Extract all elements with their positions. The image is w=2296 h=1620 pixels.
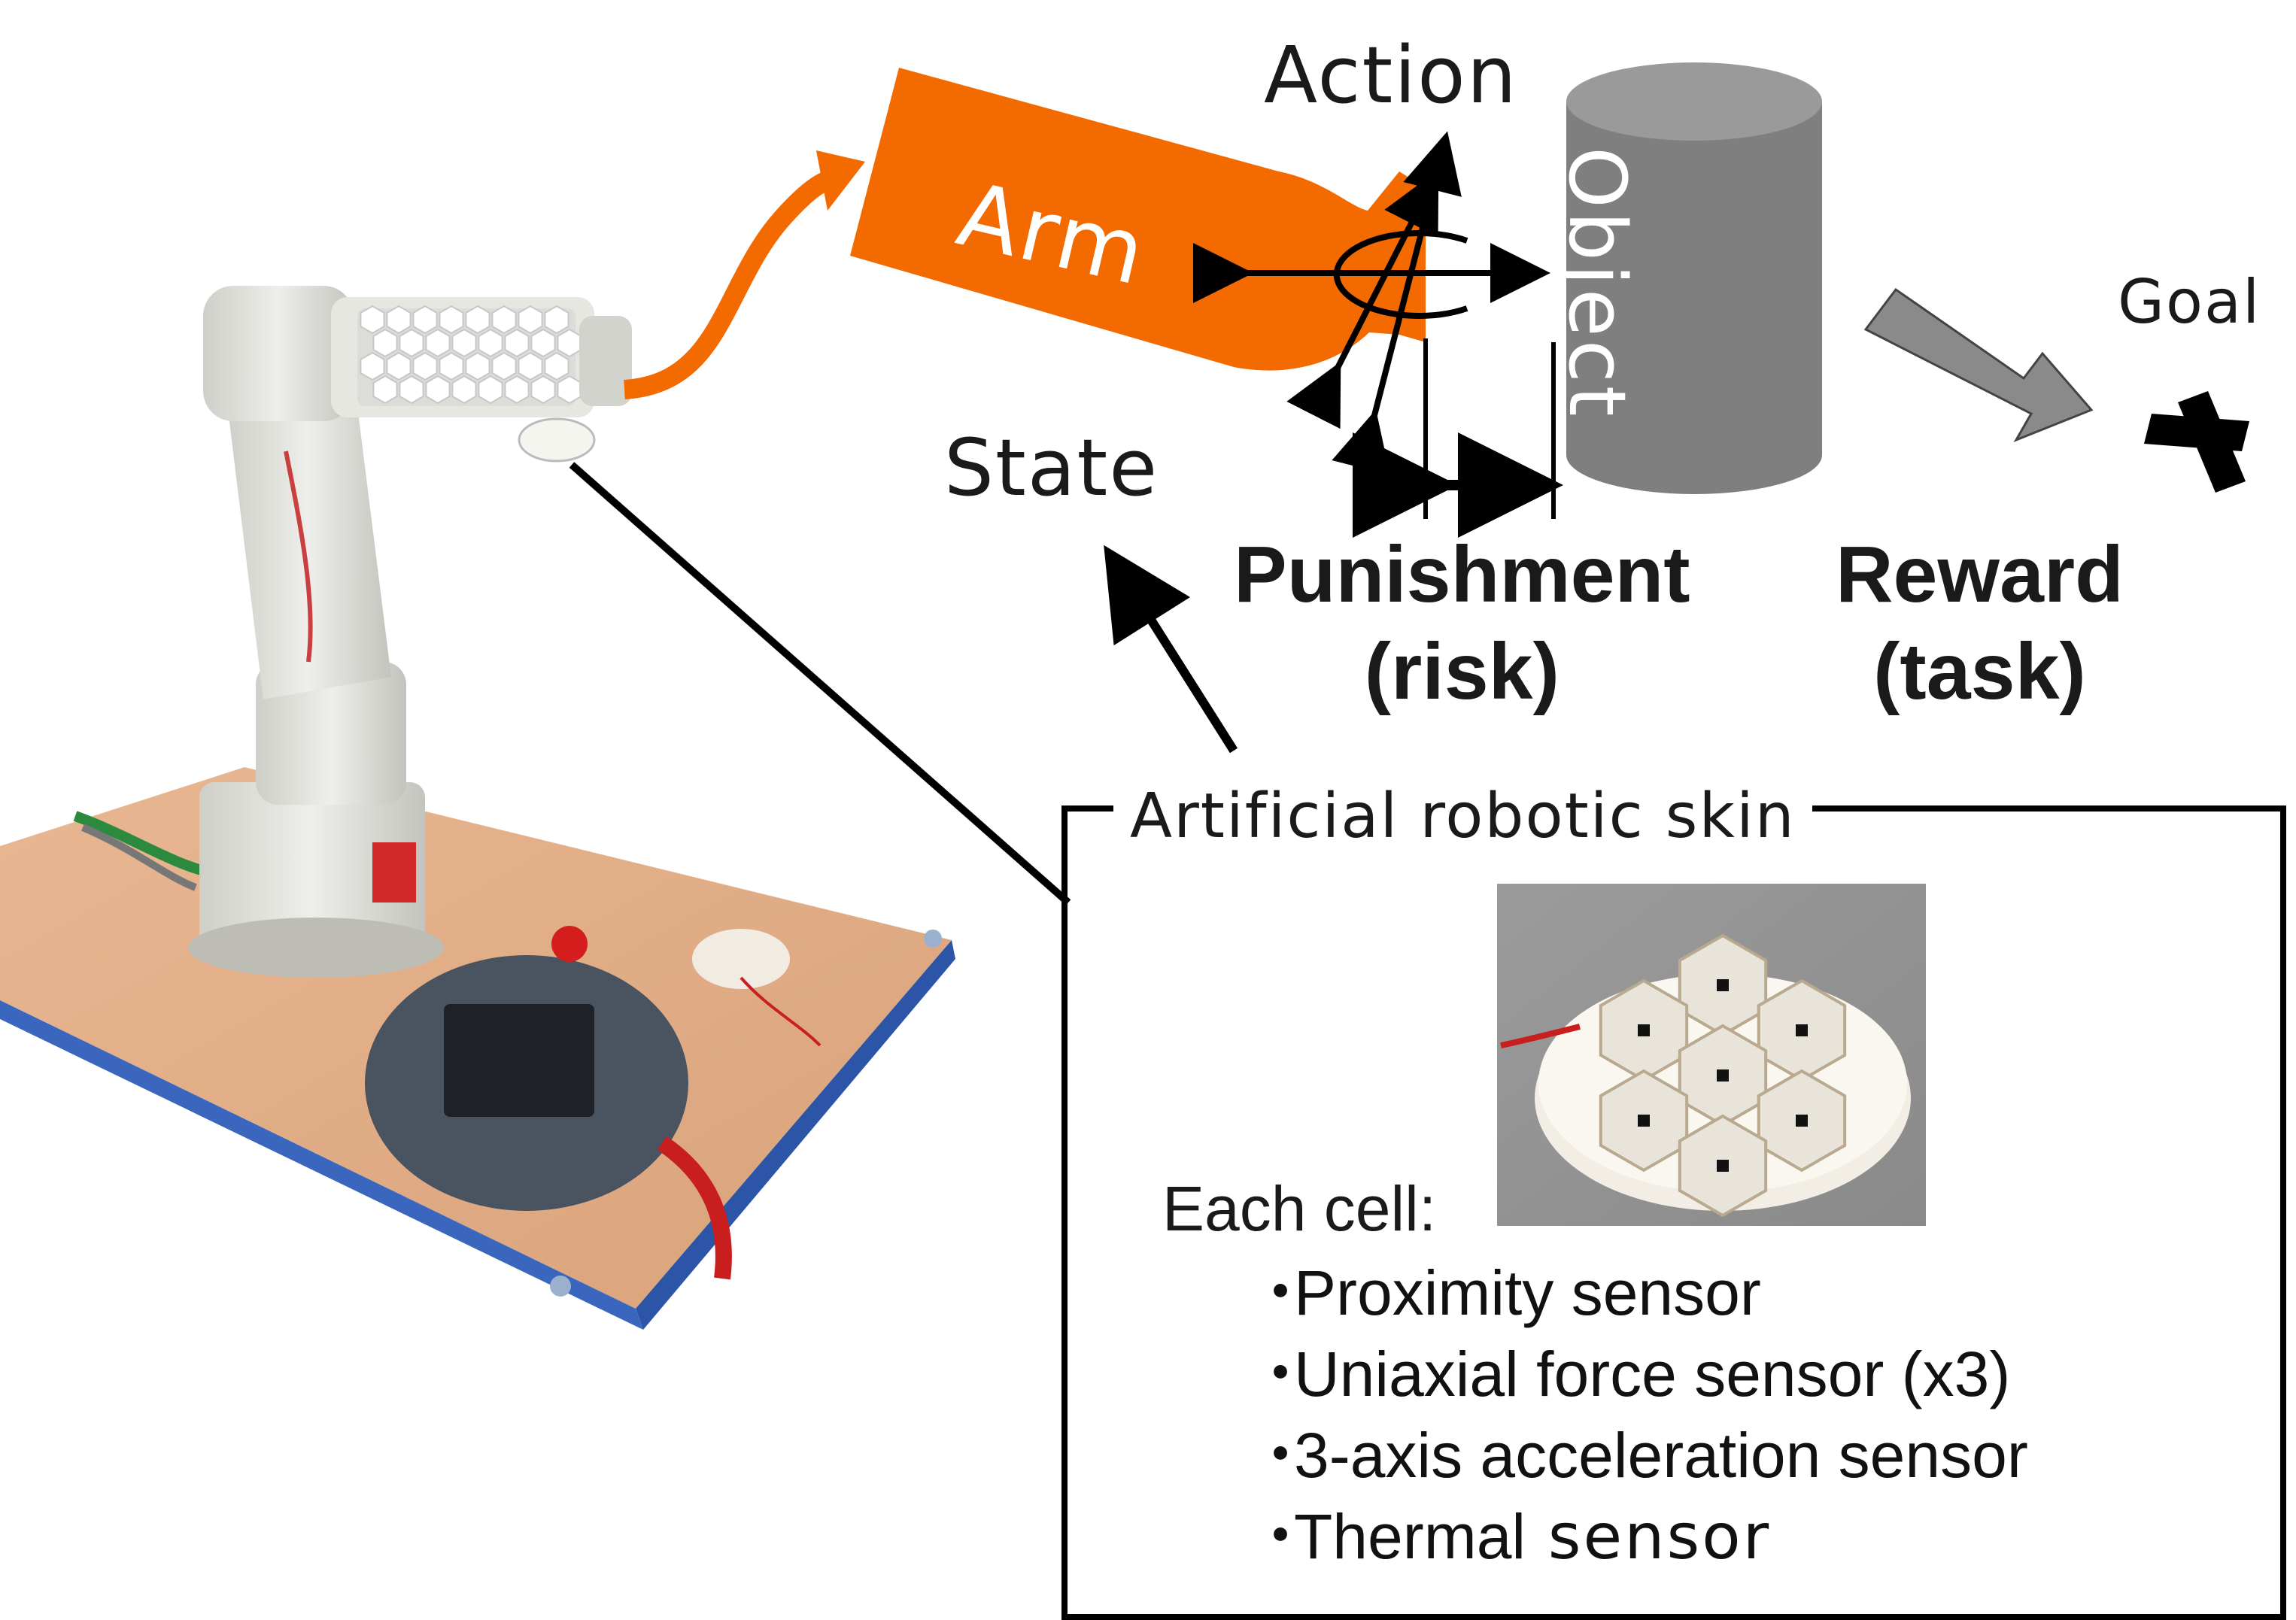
skin-cell-hex [518, 351, 543, 381]
robot-wrist [579, 316, 632, 406]
base-label [372, 842, 416, 903]
reward-arrow [1863, 287, 2094, 442]
table-screw [550, 1276, 571, 1297]
skin-cell-hex [360, 305, 385, 335]
sensor-list: ・Proximity sensor ・Uniaxial force sensor… [1249, 1252, 2028, 1577]
sensor-label: Uniaxial force sensor (x3) [1294, 1339, 2011, 1409]
robot-shoulder [203, 286, 354, 421]
skin-cell-hexes [1599, 933, 1847, 1218]
skin-cell-hex [372, 375, 398, 405]
skin-cell-hex [530, 375, 556, 405]
sensor-chip [1638, 1024, 1650, 1036]
skin-cell-hex [412, 351, 438, 381]
skin-cell-hex [518, 305, 543, 335]
callout-line [569, 462, 1071, 906]
state-label: State [944, 422, 1159, 514]
base-plate [188, 918, 444, 978]
skin-box-title: Artificial robotic skin [1113, 786, 1812, 848]
skin-cell-hex [425, 375, 451, 405]
goal-label: Goal [2118, 267, 2261, 337]
sensor-chip [1796, 1024, 1808, 1036]
bullet-mark: ・ [1249, 1501, 1313, 1572]
cable [73, 811, 212, 878]
sensor-item: ・3-axis acceleration sensor [1249, 1415, 2028, 1496]
bullet-mark: ・ [1249, 1339, 1313, 1409]
skin-cell-hex [491, 351, 517, 381]
sensor-chip [1717, 1160, 1729, 1172]
skin-sample [692, 929, 790, 989]
skin-cell-hex [372, 328, 398, 358]
table-screw [924, 930, 942, 948]
bullet-mark: ・ [1249, 1420, 1313, 1491]
robot-link-stripe [284, 451, 313, 663]
skin-cell-hex [504, 328, 530, 358]
skin-cell-hex [386, 351, 412, 381]
pendant-screen [444, 1004, 594, 1117]
action-label: Action [1264, 29, 1518, 121]
sensor-chip [1638, 1115, 1650, 1127]
robot-photo [0, 286, 955, 1330]
robot-end-effector [518, 417, 596, 463]
skin-cell-hex [478, 328, 503, 358]
skin-photo [1497, 884, 1926, 1226]
skin-cell-hex [451, 375, 477, 405]
sensor-item: ・Thermal sensor [1249, 1496, 2028, 1577]
emergency-stop [551, 926, 588, 962]
skin-cell-hex [451, 328, 477, 358]
state-arrow [1104, 545, 1238, 754]
sensor-label-suffix: sensor [1526, 1500, 1772, 1573]
skin-cell-hex [386, 305, 412, 335]
punishment-subtitle: (risk) [1364, 627, 1560, 717]
skin-sample-wire [740, 976, 822, 1047]
reward-label: Reward (task) [1836, 526, 2124, 721]
sensor-chip [1717, 979, 1729, 991]
sensor-label: 3-axis acceleration sensor [1294, 1420, 2028, 1491]
cable [81, 824, 197, 891]
robot-base [199, 782, 425, 955]
skin-cell-hex [399, 375, 424, 405]
skin-cell-hex [478, 375, 503, 405]
table-edge-left [0, 1000, 643, 1330]
skin-cell-hex [504, 375, 530, 405]
punishment-title: Punishment [1234, 530, 1690, 619]
skin-cell-hex [399, 328, 424, 358]
skin-cell-hex [465, 305, 490, 335]
skin-cell-hex [491, 305, 517, 335]
skin-cell-hex [530, 328, 556, 358]
goal-plus-icon [2144, 391, 2249, 493]
orange-arrowhead [816, 150, 865, 211]
sensor-label-prefix: Thermal [1294, 1501, 1526, 1572]
sensor-label: Proximity sensor [1294, 1257, 1761, 1328]
sensor-item: ・Uniaxial force sensor (x3) [1249, 1333, 2028, 1415]
skin-cell-hex [425, 328, 451, 358]
reward-subtitle: (task) [1873, 627, 2086, 717]
action-axes-icon [1193, 131, 1550, 475]
skin-cell-hex [544, 305, 569, 335]
robot-column [256, 662, 406, 805]
object-label: Object [1551, 147, 1643, 420]
skin-cell-hex [439, 305, 464, 335]
sensor-chip [1717, 1069, 1729, 1082]
punishment-label: Punishment (risk) [1234, 526, 1690, 721]
sensor-item: ・Proximity sensor [1249, 1252, 2028, 1333]
skin-cell-hex [557, 375, 582, 405]
cell-heading: Each cell: [1162, 1173, 1437, 1244]
skin-cell-hex [439, 351, 464, 381]
robot-lower-link [226, 376, 391, 699]
orange-connector-arrow [623, 171, 831, 399]
skin-hex-grid [360, 305, 582, 405]
pendant-cable [657, 1136, 732, 1280]
skin-cell-hex [412, 305, 438, 335]
skin-cell-hex [557, 328, 582, 358]
object-cylinder [1566, 62, 1822, 494]
distance-marker [1353, 338, 1563, 538]
skin-cell-hex [360, 351, 385, 381]
skin-cell-hex [465, 351, 490, 381]
reward-title: Reward [1836, 530, 2124, 619]
bullet-mark: ・ [1249, 1257, 1313, 1328]
sensor-chip [1796, 1115, 1808, 1127]
skin-cell-hex [544, 351, 569, 381]
